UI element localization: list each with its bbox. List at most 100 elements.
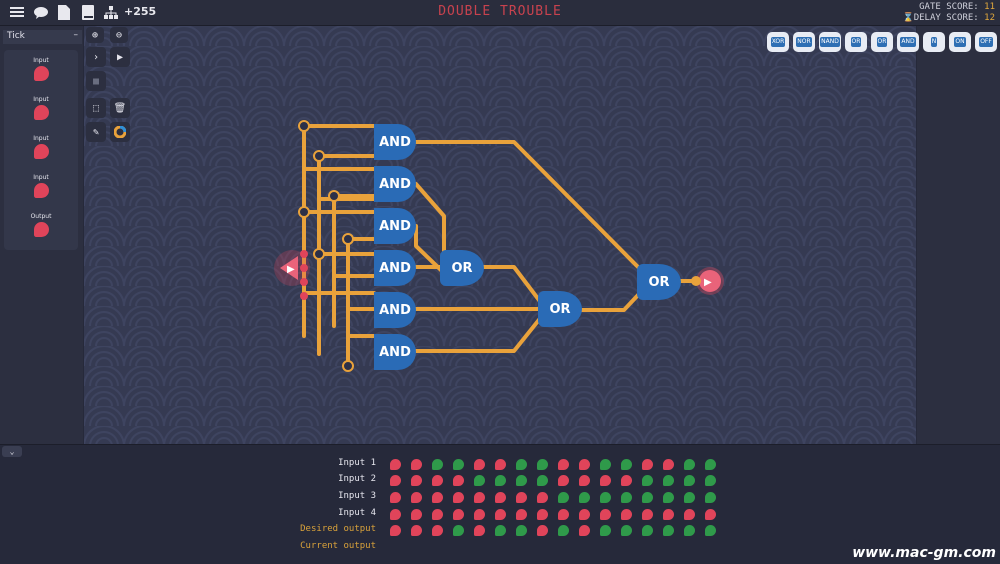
gate-score-label: GATE SCORE: — [919, 2, 979, 12]
or-gate[interactable]: OR — [440, 250, 484, 286]
truth-cell — [411, 509, 422, 520]
truth-cell — [495, 525, 506, 536]
truth-cell — [705, 525, 716, 536]
io-label: Input — [33, 96, 49, 103]
color-wheel-icon[interactable] — [110, 122, 130, 142]
palette-gate-6[interactable]: N — [923, 32, 945, 52]
delay-score: ⌛DELAY SCORE: 12 — [902, 13, 995, 23]
zoom-out-icon[interactable]: ⊖ — [110, 27, 128, 43]
io-indicator — [33, 66, 49, 81]
tick-panel-header[interactable]: Tick – — [3, 30, 82, 44]
delay-score-value: 12 — [984, 13, 995, 23]
file-icon[interactable] — [55, 3, 73, 21]
truth-cell — [516, 509, 527, 520]
collapse-icon[interactable]: – — [73, 30, 79, 40]
io-item-input-3[interactable]: Input — [4, 135, 78, 163]
truth-cell — [390, 475, 401, 486]
menu-icon[interactable] — [8, 3, 26, 21]
tick-title: Tick — [7, 31, 25, 41]
step-icon[interactable]: › — [86, 47, 106, 67]
and-gate[interactable]: AND — [374, 334, 416, 370]
palette-gate-1[interactable]: NOR — [793, 32, 815, 52]
stop-icon[interactable]: ■ — [86, 71, 106, 91]
truth-cell — [705, 459, 716, 470]
or-gate[interactable]: OR — [637, 264, 681, 300]
palette-gate-0[interactable]: XOR — [767, 32, 789, 52]
io-indicator — [33, 222, 49, 237]
truth-cell — [411, 492, 422, 503]
gate-label: AND — [379, 344, 411, 360]
truth-cell — [558, 492, 569, 503]
io-item-output[interactable]: Output — [4, 213, 78, 241]
io-item-input-1[interactable]: Input — [4, 57, 78, 85]
top-bar — [0, 0, 1000, 26]
io-item-input-2[interactable]: Input — [4, 96, 78, 124]
truth-row-label: Input 1 — [338, 458, 376, 468]
truth-cell — [558, 509, 569, 520]
svg-text:▶: ▶ — [704, 277, 712, 288]
and-gate[interactable]: AND — [374, 250, 416, 286]
pencil-icon[interactable]: ✎ — [86, 122, 106, 142]
truth-cell — [621, 525, 632, 536]
hierarchy-icon[interactable] — [102, 3, 120, 21]
gate-label: AND — [379, 134, 411, 150]
truth-cell — [516, 525, 527, 536]
truth-cell — [516, 492, 527, 503]
play-icon[interactable]: ▶ — [110, 47, 130, 67]
io-indicator — [33, 183, 49, 198]
palette-gate-5[interactable]: AND — [897, 32, 919, 52]
truth-row-label: Input 4 — [338, 508, 376, 518]
palette-gate-3[interactable]: OR — [845, 32, 867, 52]
truth-cell — [621, 475, 632, 486]
truth-cell — [600, 492, 611, 503]
or-gate[interactable]: OR — [538, 291, 582, 327]
level-title: DOUBLE TROUBLE — [438, 4, 562, 19]
palette-gate-label: ON — [954, 37, 966, 47]
palette-gate-8[interactable]: OFF — [975, 32, 997, 52]
io-item-input-4[interactable]: Input — [4, 174, 78, 202]
input-emitter[interactable]: ▶ — [274, 250, 310, 300]
truth-cell — [453, 525, 464, 536]
truth-cell — [537, 525, 548, 536]
palette-gate-label: OFF — [979, 37, 993, 47]
truth-cell — [474, 492, 485, 503]
truth-cell — [558, 475, 569, 486]
collapse-panel-button[interactable]: ⌄ — [2, 446, 22, 457]
palette-gate-4[interactable]: OR — [871, 32, 893, 52]
truth-cell — [390, 459, 401, 470]
trash-icon[interactable]: 🗑 — [110, 98, 130, 118]
output-receiver[interactable]: ▶ — [691, 267, 724, 295]
circuit-canvas[interactable]: ▶ ▶ — [84, 26, 916, 444]
io-label: Input — [33, 174, 49, 181]
and-gate[interactable]: AND — [374, 292, 416, 328]
and-gate[interactable]: AND — [374, 124, 416, 160]
palette-gate-label: OR — [876, 37, 888, 47]
truth-cell — [537, 509, 548, 520]
palette-gate-2[interactable]: NAND — [819, 32, 841, 52]
and-gate[interactable]: AND — [374, 166, 416, 202]
truth-cell — [621, 492, 632, 503]
truth-cell — [390, 492, 401, 503]
palette-gate-label: AND — [900, 37, 916, 47]
truth-cell — [474, 525, 485, 536]
gate-label: OR — [648, 274, 670, 290]
io-label: Input — [33, 135, 49, 142]
truth-cell — [600, 459, 611, 470]
truth-cell — [663, 525, 674, 536]
truth-cell — [432, 475, 443, 486]
chat-icon[interactable] — [32, 3, 50, 21]
gate-label: OR — [549, 301, 571, 317]
circuit-board[interactable]: ▶ ▶ — [84, 26, 916, 444]
truth-cell — [495, 509, 506, 520]
book-icon[interactable] — [79, 3, 97, 21]
palette-gate-label: N — [930, 37, 938, 47]
and-gate[interactable]: AND — [374, 208, 416, 244]
truth-cell — [474, 459, 485, 470]
truth-cell — [453, 509, 464, 520]
select-icon[interactable]: ⬚ — [86, 98, 106, 118]
truth-row-label: Input 2 — [338, 474, 376, 484]
zoom-in-icon[interactable]: ⊕ — [86, 27, 104, 43]
truth-cell — [663, 492, 674, 503]
truth-cell — [642, 459, 653, 470]
palette-gate-7[interactable]: ON — [949, 32, 971, 52]
